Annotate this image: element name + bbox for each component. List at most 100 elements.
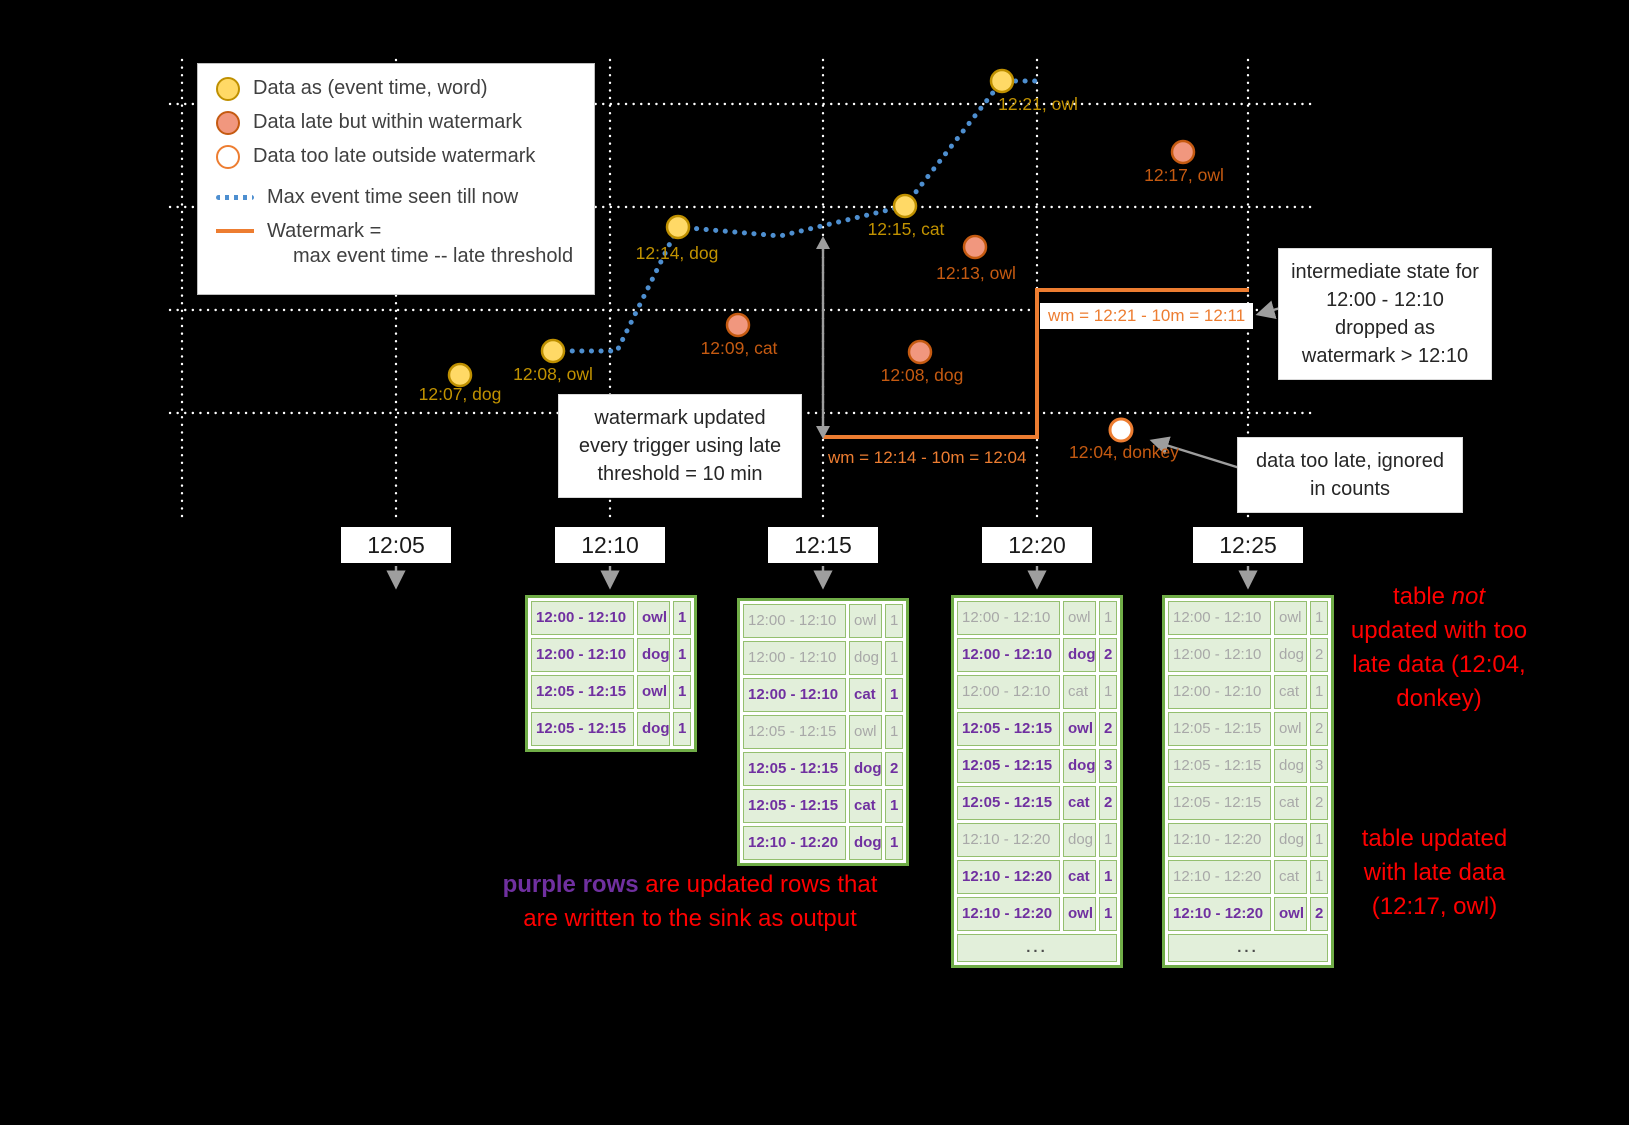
count-cell: 1: [1310, 675, 1328, 709]
late-point-icon: [216, 110, 240, 135]
word-cell: dog: [1063, 638, 1096, 672]
table-row: 12:10 - 12:20 dog 1: [957, 823, 1117, 857]
table-row: 12:05 - 12:15 owl 2: [1168, 712, 1328, 746]
callout-watermark-update: watermark updated every trigger using la…: [558, 394, 802, 498]
window-cell: 12:05 - 12:15: [957, 749, 1060, 783]
point-label-12-15-cat: 12:15, cat: [867, 219, 945, 239]
word-cell: dog: [637, 712, 670, 746]
point-label-12-08-owl: 12:08, owl: [513, 364, 593, 384]
word-cell: dog: [1274, 749, 1307, 783]
legend: Data as (event time, word) Data late but…: [197, 63, 595, 295]
point-12-13-owl: [962, 234, 988, 260]
point-label-12-07-dog: 12:07, dog: [418, 384, 502, 404]
table-row: 12:00 - 12:10 owl 1: [531, 601, 691, 635]
window-cell: 12:10 - 12:20: [1168, 897, 1271, 931]
window-cell: 12:00 - 12:10: [1168, 675, 1271, 709]
not-updated-post: updated with too late data (12:04, donke…: [1350, 617, 1528, 713]
window-cell: 12:10 - 12:20: [957, 897, 1060, 931]
point-label-12-09-cat: 12:09, cat: [700, 338, 778, 358]
table-row: 12:00 - 12:10 dog 2: [957, 638, 1117, 672]
window-cell: 12:00 - 12:10: [957, 601, 1060, 635]
word-cell: cat: [1063, 786, 1096, 820]
point-12-04-donkey: [1108, 417, 1134, 443]
point-12-09-cat: [725, 312, 751, 338]
count-cell: 2: [885, 752, 903, 786]
trigger-down-arrows: [386, 566, 1258, 590]
word-cell: dog: [637, 638, 670, 672]
legend-label: Max event time seen till now: [267, 186, 519, 208]
window-cell: 12:10 - 12:20: [1168, 823, 1271, 857]
table-ellipsis-row: ...: [1168, 934, 1328, 962]
word-cell: cat: [1063, 675, 1096, 709]
late-points: [725, 139, 1196, 365]
tick-12-15: 12:15: [768, 527, 878, 563]
result-table-12-25: 12:00 - 12:10 owl 1 12:00 - 12:10 dog 2 …: [1162, 595, 1334, 968]
point-12-14-dog: [665, 214, 691, 240]
word-cell: owl: [1063, 897, 1096, 931]
count-cell: 1: [673, 675, 691, 709]
table-row: 12:05 - 12:15 cat 2: [1168, 786, 1328, 820]
count-cell: 1: [885, 678, 903, 712]
watermark-step-line: [823, 288, 1249, 439]
table-row: 12:00 - 12:10 cat 1: [743, 678, 903, 712]
count-cell: 2: [1310, 712, 1328, 746]
legend-label: Data as (event time, word): [253, 77, 488, 99]
window-cell: 12:05 - 12:15: [531, 675, 634, 709]
result-table-12-10: 12:00 - 12:10 owl 1 12:00 - 12:10 dog 1 …: [525, 595, 697, 752]
table-row: 12:05 - 12:15 cat 1: [743, 789, 903, 823]
word-cell: dog: [1063, 749, 1096, 783]
ellipsis-cell: ...: [1168, 934, 1328, 962]
count-cell: 1: [1099, 675, 1117, 709]
tick-12-05: 12:05: [341, 527, 451, 563]
result-table-12-15: 12:00 - 12:10 owl 1 12:00 - 12:10 dog 1 …: [737, 598, 909, 866]
point-label-12-04-donkey: 12:04, donkey: [1069, 442, 1179, 462]
table-row: 12:10 - 12:20 cat 1: [957, 860, 1117, 894]
note-purple-rows: purple rows are updated rows that are wr…: [490, 868, 890, 936]
count-cell: 2: [1099, 786, 1117, 820]
window-cell: 12:05 - 12:15: [1168, 749, 1271, 783]
window-cell: 12:00 - 12:10: [743, 641, 846, 675]
count-cell: 1: [1099, 860, 1117, 894]
word-cell: owl: [1274, 897, 1307, 931]
window-cell: 12:00 - 12:10: [1168, 601, 1271, 635]
count-cell: 1: [673, 638, 691, 672]
max-event-line-icon: [216, 195, 254, 200]
point-12-17-owl: [1170, 139, 1196, 165]
table-row: 12:10 - 12:20 owl 2: [1168, 897, 1328, 931]
count-cell: 2: [1310, 786, 1328, 820]
watermark-line-icon: [216, 229, 254, 233]
watermark-value-1: wm = 12:14 - 10m = 12:04: [828, 448, 1027, 467]
word-cell: dog: [849, 826, 882, 860]
word-cell: owl: [1274, 712, 1307, 746]
word-cell: owl: [849, 715, 882, 749]
table-row: 12:00 - 12:10 dog 1: [531, 638, 691, 672]
count-cell: 3: [1099, 749, 1117, 783]
count-cell: 2: [1099, 638, 1117, 672]
point-12-07-dog: [447, 362, 473, 388]
ontime-points: [447, 68, 1015, 388]
count-cell: 1: [1310, 601, 1328, 635]
window-cell: 12:05 - 12:15: [531, 712, 634, 746]
word-cell: dog: [849, 752, 882, 786]
word-cell: dog: [849, 641, 882, 675]
window-cell: 12:00 - 12:10: [531, 601, 634, 635]
window-cell: 12:05 - 12:15: [1168, 712, 1271, 746]
word-cell: cat: [1274, 860, 1307, 894]
point-label-12-08-dog: 12:08, dog: [880, 365, 964, 385]
ellipsis-cell: ...: [957, 934, 1117, 962]
word-cell: cat: [1063, 860, 1096, 894]
word-cell: dog: [1274, 823, 1307, 857]
tick-12-20: 12:20: [982, 527, 1092, 563]
count-cell: 3: [1310, 749, 1328, 783]
word-cell: cat: [849, 678, 882, 712]
count-cell: 1: [1310, 860, 1328, 894]
count-cell: 2: [1099, 712, 1117, 746]
word-cell: owl: [1063, 601, 1096, 635]
watermark-gap-arrowheads: [816, 236, 830, 439]
result-table-12-20: 12:00 - 12:10 owl 1 12:00 - 12:10 dog 2 …: [951, 595, 1123, 968]
legend-item-watermark: Watermark = max event time -- late thres…: [216, 219, 576, 269]
table-row: 12:05 - 12:15 owl 1: [531, 675, 691, 709]
not-updated-emphasis: not: [1451, 583, 1486, 610]
window-cell: 12:05 - 12:15: [743, 789, 846, 823]
point-12-08-dog: [907, 339, 933, 365]
